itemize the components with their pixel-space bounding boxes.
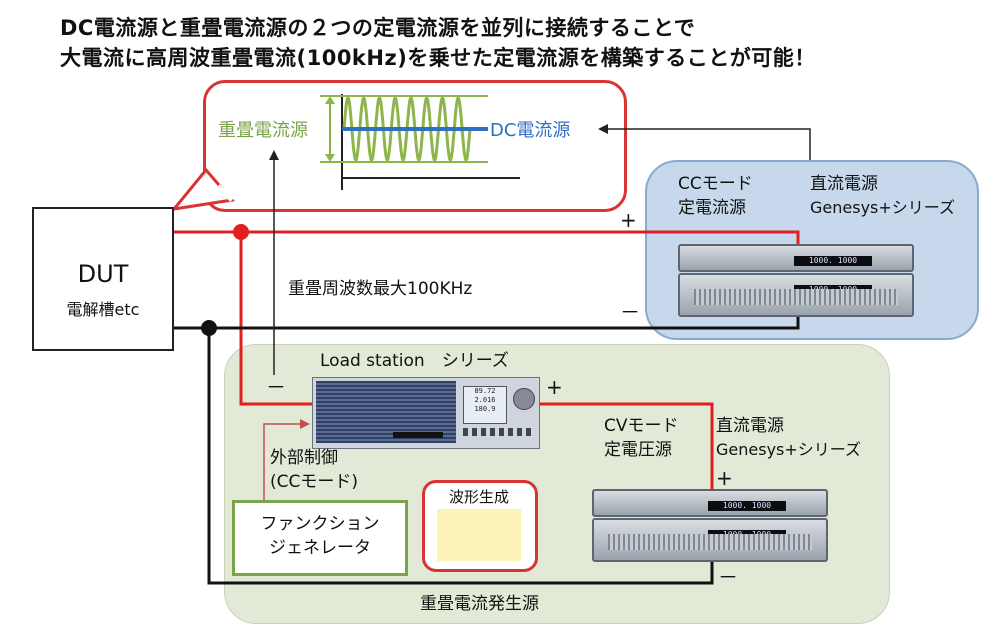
callout-wave-graph (320, 94, 520, 190)
external-control-label: 外部制御 (270, 448, 338, 468)
dut-subtitle: 電解槽etc (66, 300, 140, 319)
cv-minus-sign: － (718, 565, 738, 589)
load-station-knob (513, 388, 535, 410)
load-station-lcd: 89.72 2.016 180.9 (463, 386, 507, 424)
function-generator-line-2: ジェネレータ (269, 538, 371, 558)
cv-type-label: 直流電源 (716, 416, 784, 436)
headline-line-2: 大電流に高周波重畳電流(100kHz)を乗せた定電流源を構築することが可能！ (60, 46, 816, 70)
cc-display-1: 1000. 1000 (794, 256, 872, 266)
cc-minus-sign: － (620, 300, 640, 324)
load-minus-sign: － (266, 375, 286, 399)
negative-junction (201, 320, 217, 336)
cc-series-label: Genesys+シリーズ (810, 198, 955, 217)
external-control-mode: (CCモード) (270, 472, 359, 492)
cc-mode-label-2: 定電流源 (678, 198, 746, 218)
cc-mode-label: CCモード (678, 174, 753, 194)
load-station-title: Load station シリーズ (320, 351, 509, 371)
waveform-card-background (437, 509, 521, 561)
cc-plus-sign: + (620, 208, 637, 232)
load-station-device: 89.72 2.016 180.9 (312, 377, 540, 449)
cv-mode-label-2: 定電圧源 (604, 440, 672, 460)
cv-power-supply-unit-2: 1000. 1000 (592, 518, 828, 562)
positive-junction (233, 224, 249, 240)
cv-minus-wire (207, 328, 714, 585)
cv-power-supply-unit-1: 1000. 1000 (592, 489, 828, 517)
dut-box (32, 207, 174, 351)
load-minus-wire (239, 232, 312, 406)
waveform-card-title: 波形生成 (448, 488, 509, 506)
cv-plus-wire (538, 402, 714, 496)
superposed-source-panel (224, 344, 890, 624)
function-generator-box (232, 500, 408, 576)
cc-type-label: 直流電源 (810, 174, 878, 194)
load-plus-sign: + (546, 375, 563, 399)
callout-dc-label: DC電流源 (490, 120, 571, 141)
negative-wire (172, 312, 800, 330)
callout-superposed-label: 重畳電流源 (218, 120, 308, 141)
cc-power-supply-unit-2: 1000. 1000 (678, 273, 914, 317)
cv-display-1: 1000. 1000 (708, 501, 786, 511)
dut-title: DUT (77, 260, 129, 288)
function-generator-line-1: ファンクション (260, 514, 380, 534)
cv-plus-sign: + (716, 466, 733, 490)
superposed-source-label: 重畳電流発生源 (420, 594, 539, 614)
positive-wire (172, 230, 800, 246)
cv-mode-label: CVモード (604, 416, 679, 436)
function-generator-label: ファンクション ジェネレータ (232, 512, 408, 560)
cv-series-label: Genesys+シリーズ (716, 440, 861, 459)
cc-power-supply-unit-1: 1000. 1000 (678, 244, 914, 272)
headline-line-1: DC電流源と重畳電流源の２つの定電流源を並列に接続することで (60, 16, 696, 40)
frequency-label: 重畳周波数最大100KHz (288, 279, 473, 299)
